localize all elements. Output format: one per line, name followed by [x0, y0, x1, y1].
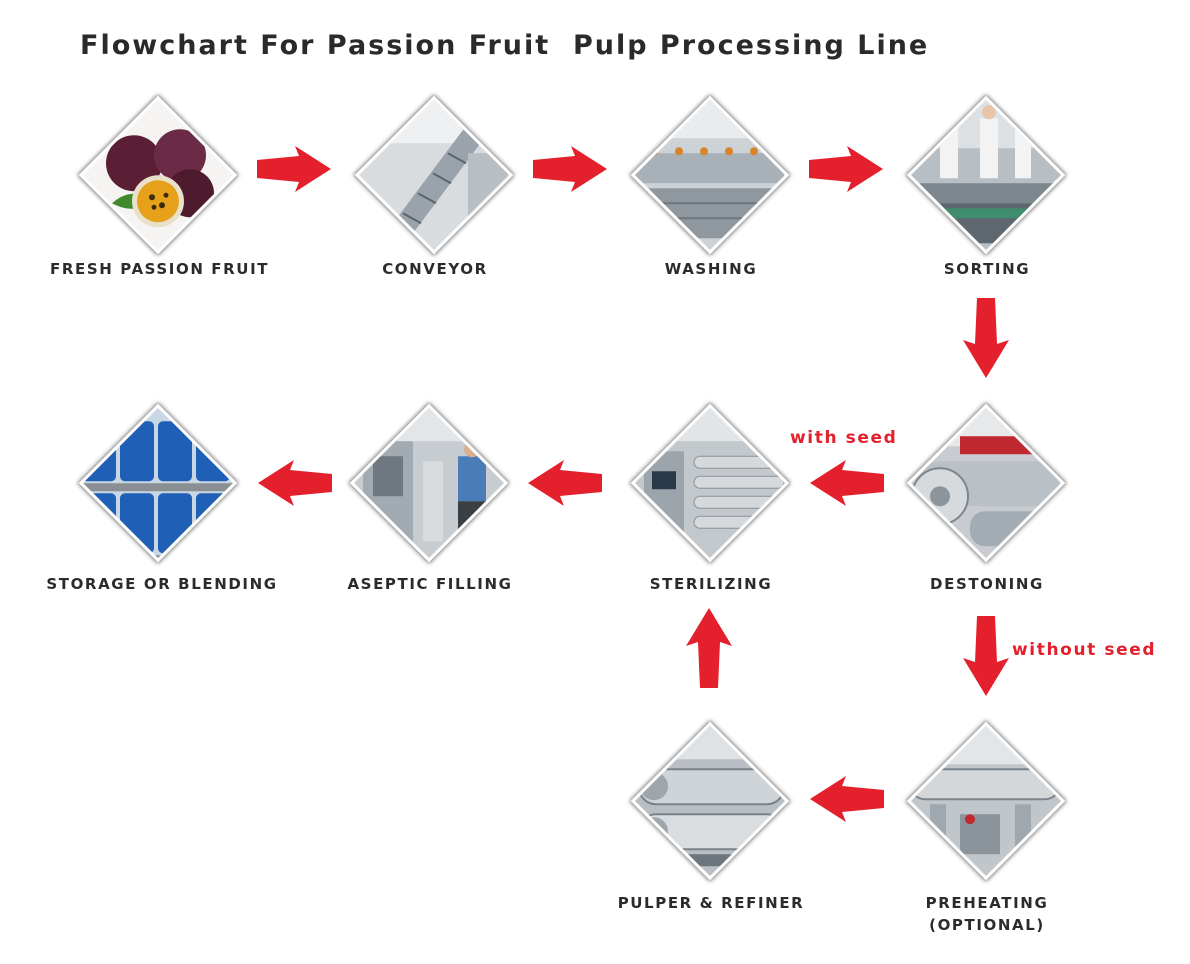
step-fresh-passion-fruit — [78, 95, 239, 256]
without-seed-note: without seed — [1012, 640, 1157, 660]
step-label: DESTONING — [930, 575, 1044, 593]
step-label: STORAGE OR BLENDING — [46, 575, 278, 593]
step-label-preheating: PREHEATING (OPTIONAL) — [907, 892, 1067, 936]
step-sorting — [906, 95, 1067, 256]
aseptic-filler-photo — [349, 403, 509, 563]
pulper-refiner-photo — [630, 721, 790, 881]
passion-fruit-photo — [78, 95, 238, 255]
blue-drums-photo — [78, 403, 238, 563]
step-label: FRESH PASSION FRUIT — [50, 260, 270, 278]
step-destoning — [906, 403, 1067, 564]
step-label: SORTING — [943, 260, 1031, 278]
step-pulper-refiner — [630, 721, 791, 882]
sorting-line-photo — [906, 95, 1066, 255]
step-label: STERILIZING — [649, 575, 773, 593]
step-storage-or-blending — [78, 403, 239, 564]
arrow-right-icon — [257, 146, 331, 192]
arrow-left-icon — [810, 460, 884, 506]
step-label: PULPER & REFINER — [617, 894, 805, 912]
step-label: WASHING — [664, 260, 758, 278]
page-title: Flowchart For Passion Fruit Pulp Process… — [80, 30, 930, 61]
with-seed-note: with seed — [790, 428, 898, 448]
step-preheating — [906, 721, 1067, 882]
arrow-up-icon — [686, 608, 732, 688]
washing-machine-photo — [630, 95, 790, 255]
arrow-left-icon — [258, 460, 332, 506]
arrow-down-icon — [963, 616, 1009, 696]
step-label: CONVEYOR — [382, 260, 488, 278]
arrow-left-icon — [528, 460, 602, 506]
conveyor-machine-photo — [354, 95, 514, 255]
step-label: ASEPTIC FILLING — [347, 575, 513, 593]
step-conveyor — [354, 95, 515, 256]
destoning-machine-photo — [906, 403, 1066, 563]
preheater-photo — [906, 721, 1066, 881]
arrow-right-icon — [809, 146, 883, 192]
step-sterilizing — [630, 403, 791, 564]
sterilizer-photo — [630, 403, 790, 563]
arrow-left-icon — [810, 776, 884, 822]
step-label-line2: (OPTIONAL) — [929, 916, 1045, 934]
step-aseptic-filling — [349, 403, 510, 564]
step-washing — [630, 95, 791, 256]
arrow-right-icon — [533, 146, 607, 192]
arrow-down-icon — [963, 298, 1009, 378]
step-label-line1: PREHEATING — [925, 894, 1049, 912]
